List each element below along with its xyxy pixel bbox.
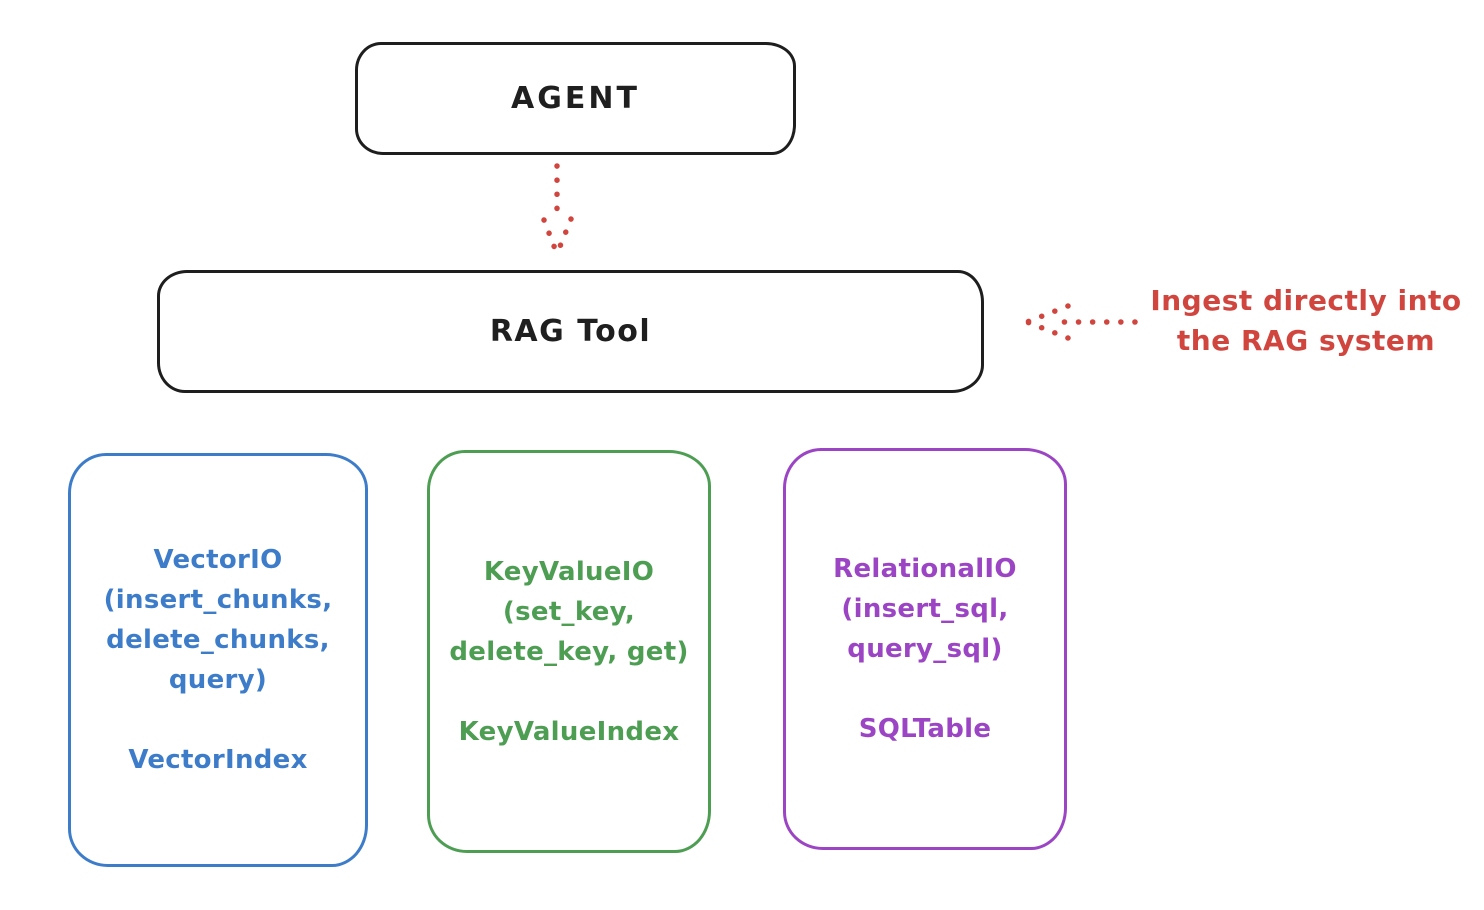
rag-tool-box: RAG Tool [157, 270, 984, 393]
agent-label: AGENT [511, 81, 640, 116]
ingest-annotation: Ingest directly into the RAG system [1130, 281, 1482, 361]
vector-io-title: VectorIO [153, 545, 283, 575]
vector-io-method-line: (insert_chunks, [103, 585, 333, 615]
relational-io-method-line: query_sql) [847, 634, 1003, 664]
sql-table-label: SQLTable [858, 714, 992, 744]
keyvalue-io-method-line: delete_key, get) [449, 636, 689, 667]
keyvalue-io-title: KeyValueIO [483, 556, 655, 587]
vector-io-box: VectorIO (insert_chunks, delete_chunks, … [68, 453, 368, 867]
ingest-annotation-line1: Ingest directly into [1150, 284, 1462, 317]
vector-index-label: VectorIndex [128, 745, 308, 775]
relational-io-method-line: (insert_sql, [841, 594, 1009, 624]
relational-io-title: RelationalIO [833, 554, 1017, 584]
agent-to-ragtool-arrow-icon [541, 163, 574, 257]
vector-io-method-line: delete_chunks, [106, 625, 330, 655]
rag-tool-label: RAG Tool [489, 314, 652, 349]
keyvalue-io-box: KeyValueIO (set_key, delete_key, get) Ke… [427, 450, 711, 853]
vector-io-method-line: query) [168, 665, 268, 695]
ingest-annotation-line2: the RAG system [1176, 324, 1436, 357]
agent-box: AGENT [355, 42, 796, 155]
ingest-arrow-icon [1024, 303, 1138, 341]
keyvalue-index-label: KeyValueIndex [458, 716, 680, 747]
relational-io-box: RelationalIO (insert_sql, query_sql) SQL… [783, 448, 1067, 850]
keyvalue-io-method-line: (set_key, [502, 596, 636, 627]
